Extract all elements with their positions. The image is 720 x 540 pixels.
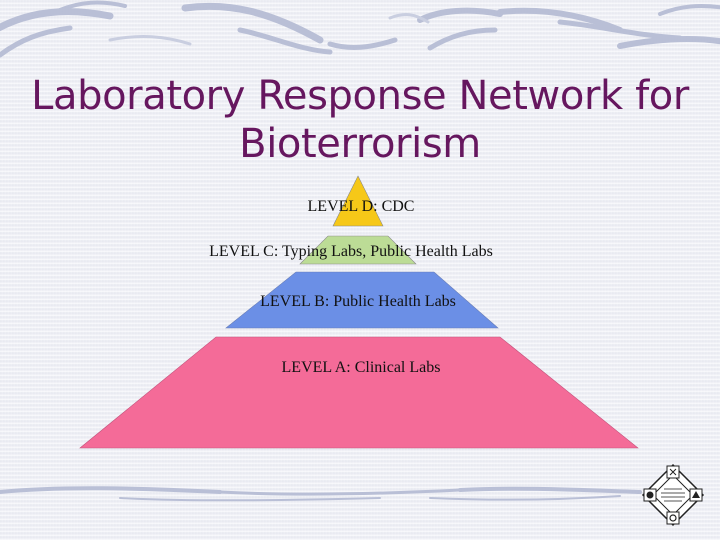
slide-title: Laboratory Response Network for Bioterro…: [0, 72, 720, 168]
pyramid-level-c-tier: [299, 235, 417, 265]
pyramid-level-d-label: LEVEL D: CDC: [308, 198, 415, 215]
pyramid-level-a-label: LEVEL A: Clinical Labs: [282, 359, 441, 376]
pyramid-level-a-tier: [79, 336, 639, 449]
lrn-logo-emblem: [641, 463, 705, 527]
pyramid-level-b-tier: [225, 271, 499, 329]
bottom-brush-decoration: [0, 486, 642, 502]
slide-title-line-1: Laboratory Response Network for: [31, 73, 689, 119]
pyramid-level-b-label: LEVEL B: Public Health Labs: [260, 293, 456, 310]
pyramid-level-d-tier: [332, 175, 384, 227]
pyramid-level-c-label: LEVEL C: Typing Labs, Public Health Labs: [209, 243, 493, 260]
slide-title-line-2: Bioterrorism: [239, 121, 481, 167]
top-brush-decoration: [0, 0, 720, 58]
